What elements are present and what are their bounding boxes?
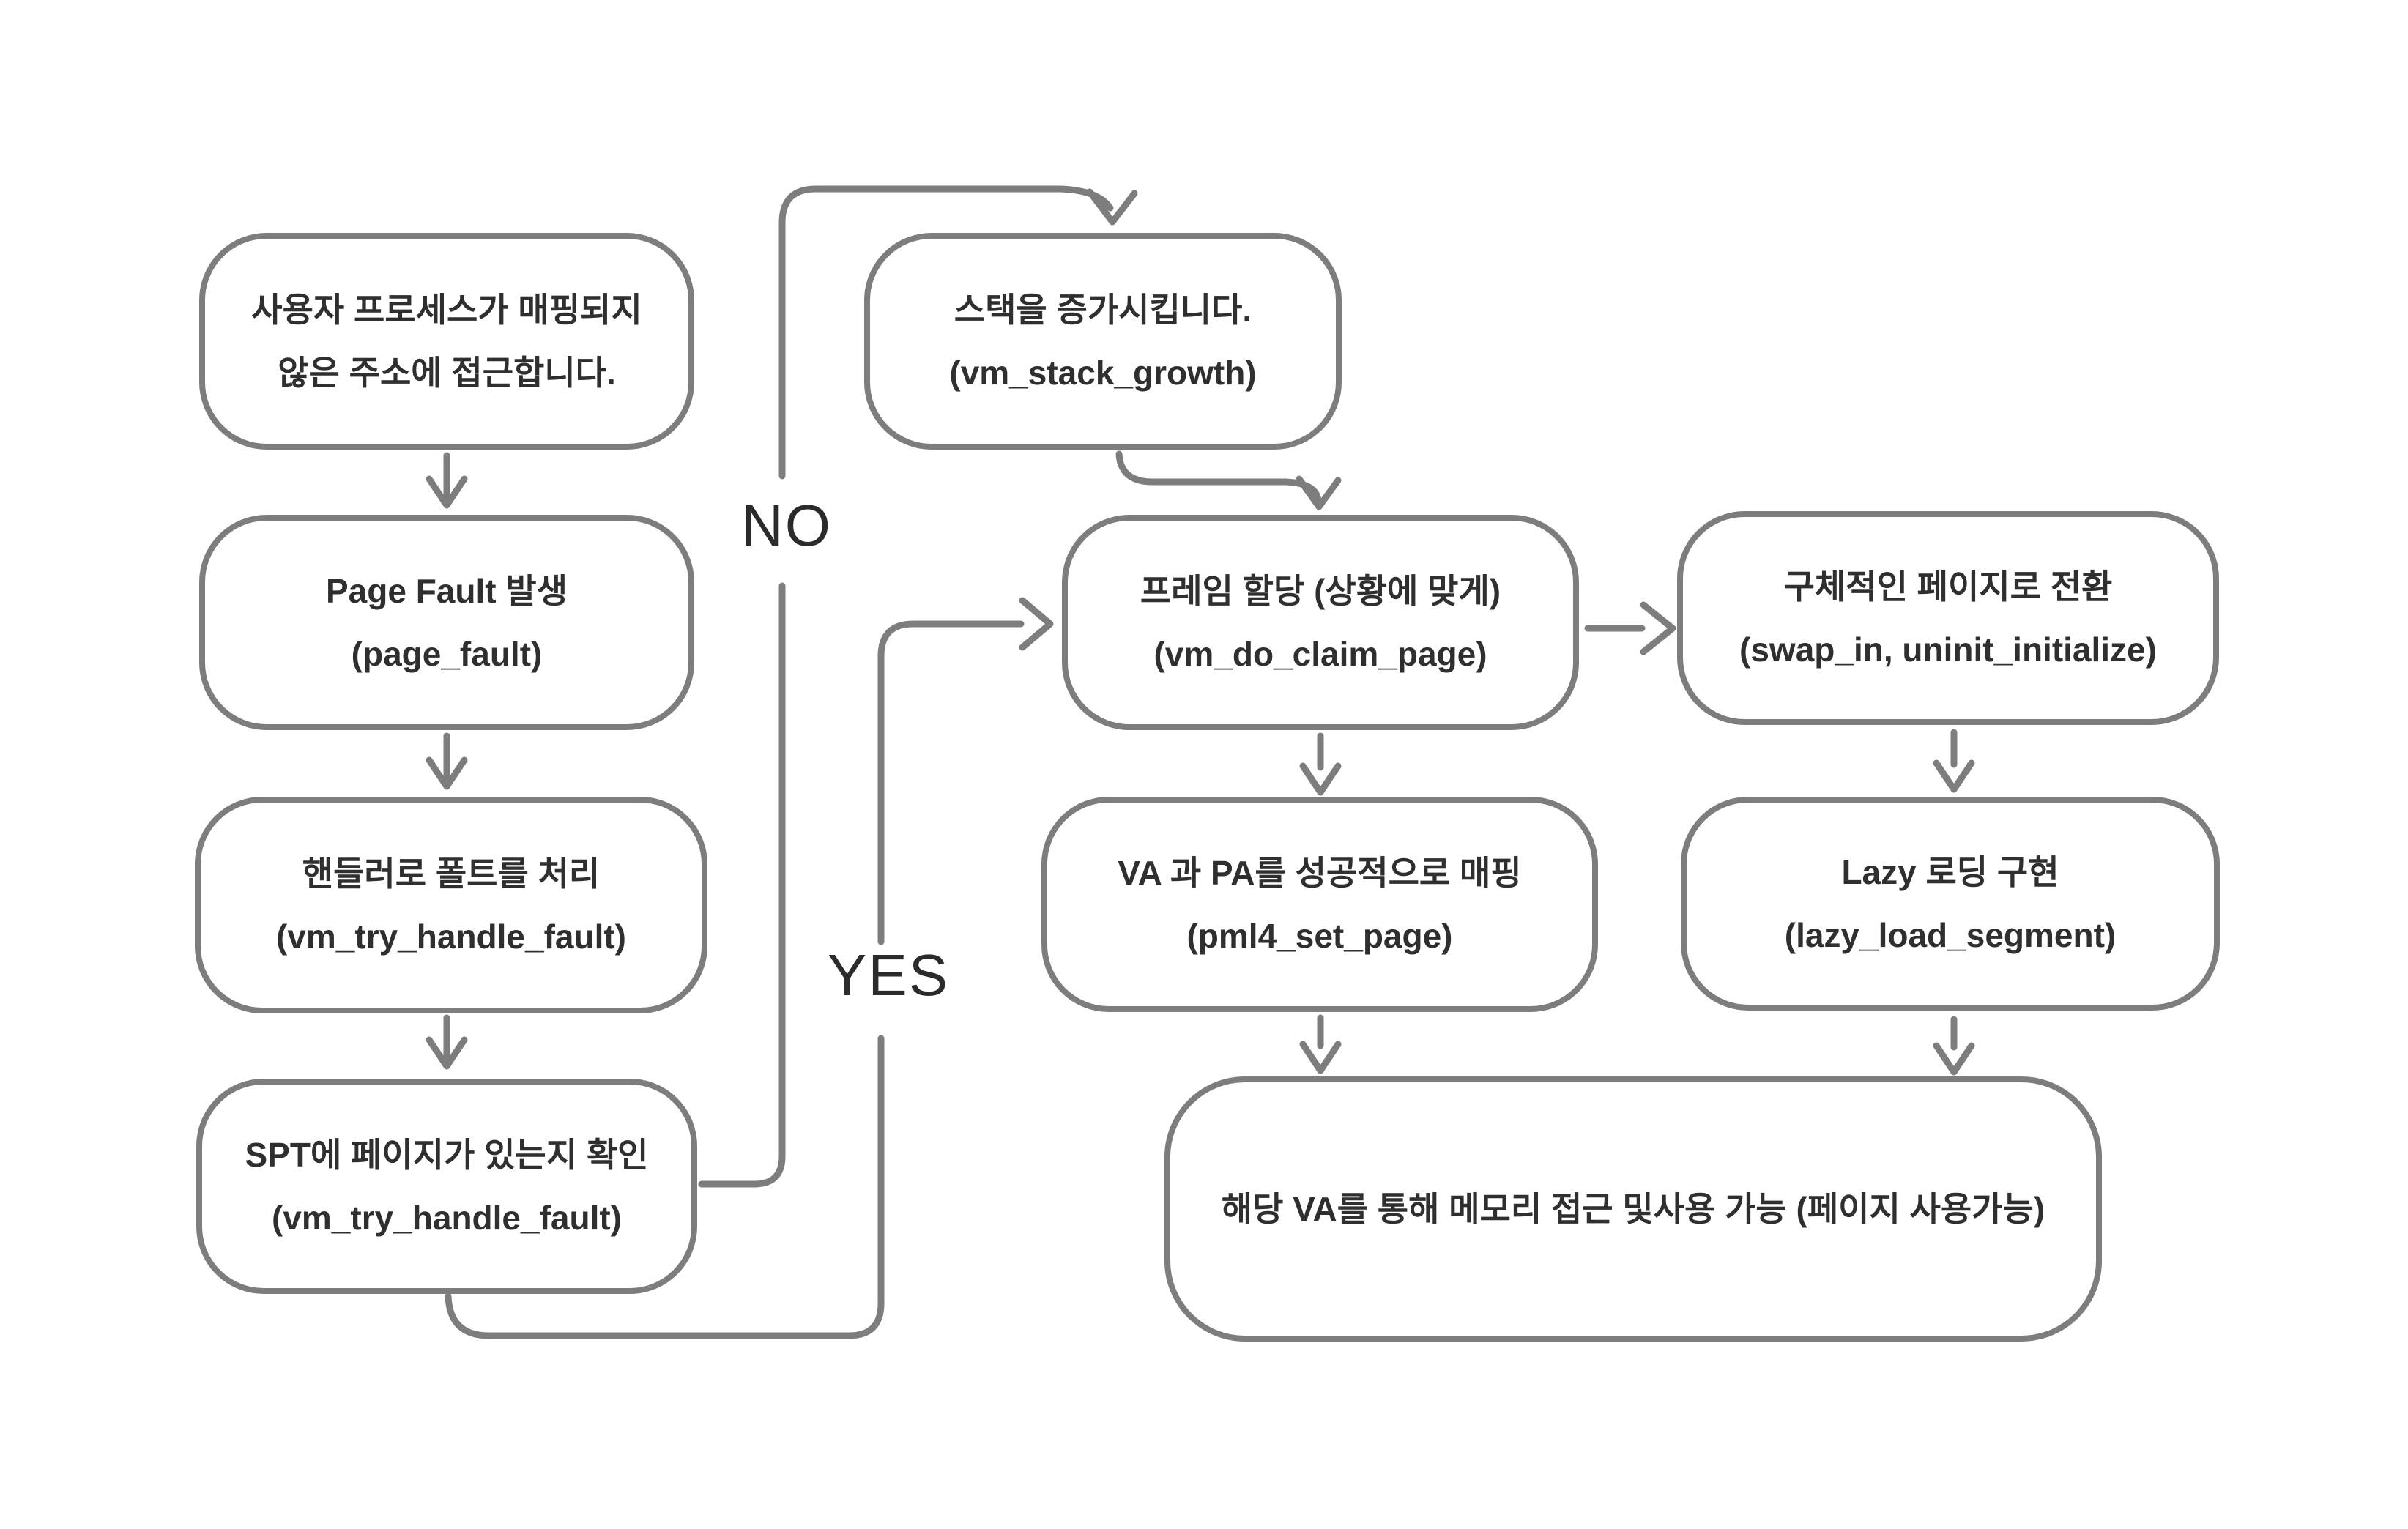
node-claim-page-subtitle: (vm_do_claim_page) xyxy=(1153,635,1487,673)
node-spt-check-title: SPT에 페이지가 있는지 확인 xyxy=(245,1135,649,1174)
node-lazy-load-subtitle: (lazy_load_segment) xyxy=(1784,916,2117,954)
node-spt-check: SPT에 페이지가 있는지 확인 (vm_try_handle_fault) xyxy=(196,1079,697,1294)
node-handle-fault-subtitle: (vm_try_handle_fault) xyxy=(275,918,626,956)
no-path xyxy=(698,185,1138,1188)
arrow-swap-to-lazy xyxy=(1933,729,1975,793)
node-stack-growth-title: 스택을 증가시킵니다. xyxy=(954,290,1252,329)
node-spt-check-subtitle: (vm_try_handle_fault) xyxy=(271,1199,622,1237)
node-user-access: 사용자 프로세스가 매핑되지 않은 주소에 접근합니다. xyxy=(199,233,694,450)
node-pml4-map-title: VA 과 PA를 성공적으로 매핑 xyxy=(1118,853,1522,892)
node-handle-fault-title: 핸들러로 폴트를 처리 xyxy=(302,854,601,893)
node-lazy-load: Lazy 로딩 구현 (lazy_load_segment) xyxy=(1681,797,2220,1011)
node-swap-in-subtitle: (swap_in, uninit_initialize) xyxy=(1739,630,2157,669)
node-final: 해당 VA를 통해 메모리 접근 및사용 가능 (페이지 사용가능) xyxy=(1164,1076,2102,1342)
node-stack-growth: 스택을 증가시킵니다. (vm_stack_growth) xyxy=(864,233,1342,450)
node-final-title: 해당 VA를 통해 메모리 접근 및사용 가능 (페이지 사용가능) xyxy=(1221,1189,2045,1228)
node-stack-growth-subtitle: (vm_stack_growth) xyxy=(949,354,1257,392)
node-handle-fault: 핸들러로 폴트를 처리 (vm_try_handle_fault) xyxy=(195,797,707,1013)
node-claim-page-title: 프레임 할당 (상황에 맞게) xyxy=(1140,571,1501,610)
node-claim-page: 프레임 할당 (상황에 맞게) (vm_do_claim_page) xyxy=(1062,515,1579,730)
node-page-fault: Page Fault 발생 (page_fault) xyxy=(199,515,694,730)
node-pml4-map-subtitle: (pml4_set_page) xyxy=(1186,917,1453,955)
node-swap-in-title: 구체적인 페이지로 전환 xyxy=(1783,567,2113,606)
arrow-pagefault-to-handler xyxy=(426,732,468,790)
arrow-handler-to-spt xyxy=(426,1014,468,1070)
arrow-claim-to-pml4 xyxy=(1299,732,1342,796)
node-page-fault-title: Page Fault 발생 xyxy=(325,571,568,610)
node-page-fault-subtitle: (page_fault) xyxy=(351,635,543,673)
arrow-stack-to-claim xyxy=(1115,450,1342,510)
arrow-lazy-to-final xyxy=(1933,1016,1975,1076)
node-swap-in: 구체적인 페이지로 전환 (swap_in, uninit_initialize… xyxy=(1677,511,2219,725)
node-user-access-subtitle: 않은 주소에 접근합니다. xyxy=(278,354,616,392)
arrow-pml4-to-final xyxy=(1299,1014,1342,1074)
arrow-user-to-pagefault xyxy=(426,452,468,509)
edge-label-no: NO xyxy=(737,496,836,555)
node-lazy-load-title: Lazy 로딩 구현 xyxy=(1841,852,2059,891)
node-user-access-title: 사용자 프로세스가 매핑되지 xyxy=(251,290,642,329)
yes-path xyxy=(445,597,1054,1339)
edge-label-yes: YES xyxy=(823,946,954,1005)
node-pml4-map: VA 과 PA를 성공적으로 매핑 (pml4_set_page) xyxy=(1041,797,1598,1012)
arrow-claim-to-swap xyxy=(1584,601,1676,655)
